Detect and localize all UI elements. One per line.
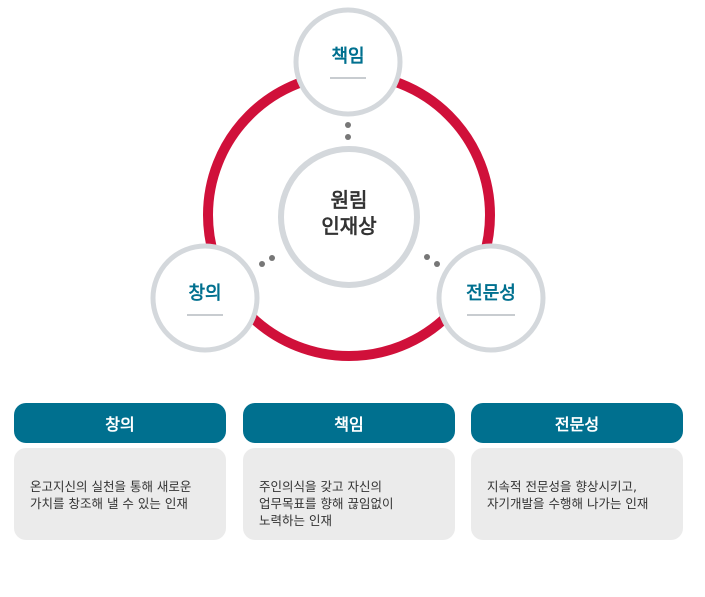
- card-description: 온고지신의 실천을 통해 새로운 가치를 창조해 낼 수 있는 인재: [30, 479, 192, 511]
- top-node: 책임: [293, 7, 403, 117]
- card-header-responsibility: 책임: [243, 403, 455, 443]
- center-label-line2: 인재상: [321, 214, 377, 238]
- connector-dots-right: [424, 254, 440, 267]
- connector-dots-top: [345, 122, 351, 140]
- right-node: 전문성: [436, 243, 546, 353]
- card-description: 주인의식을 갖고 자신의 업무목표를 향해 끊임없이 노력하는 인재: [259, 479, 394, 528]
- card-body-responsibility: 주인의식을 갖고 자신의 업무목표를 향해 끊임없이 노력하는 인재: [243, 448, 455, 540]
- card-title: 창의: [105, 415, 135, 434]
- diagram: 원림 인재상 책임 창의 전문성: [150, 7, 546, 361]
- card-header-creativity: 창의: [14, 403, 226, 443]
- center-node: 원림 인재상: [278, 146, 420, 288]
- card-title: 전문성: [554, 415, 600, 434]
- left-node: 창의: [150, 243, 260, 353]
- card-description: 지속적 전문성을 향상시키고, 자기개발을 수행해 나가는 인재: [487, 479, 649, 511]
- card-header-expertise: 전문성: [471, 403, 683, 443]
- left-node-label: 창의: [188, 283, 221, 304]
- right-node-label: 전문성: [466, 283, 516, 304]
- connector-dots-left: [259, 255, 275, 267]
- card-body-creativity: 온고지신의 실천을 통해 새로운 가치를 창조해 낼 수 있는 인재: [14, 448, 226, 540]
- center-label-line1: 원림: [331, 188, 368, 212]
- card-body-expertise: 지속적 전문성을 향상시키고, 자기개발을 수행해 나가는 인재: [471, 448, 683, 540]
- card-title: 책임: [334, 415, 364, 434]
- top-node-label: 책임: [331, 46, 364, 67]
